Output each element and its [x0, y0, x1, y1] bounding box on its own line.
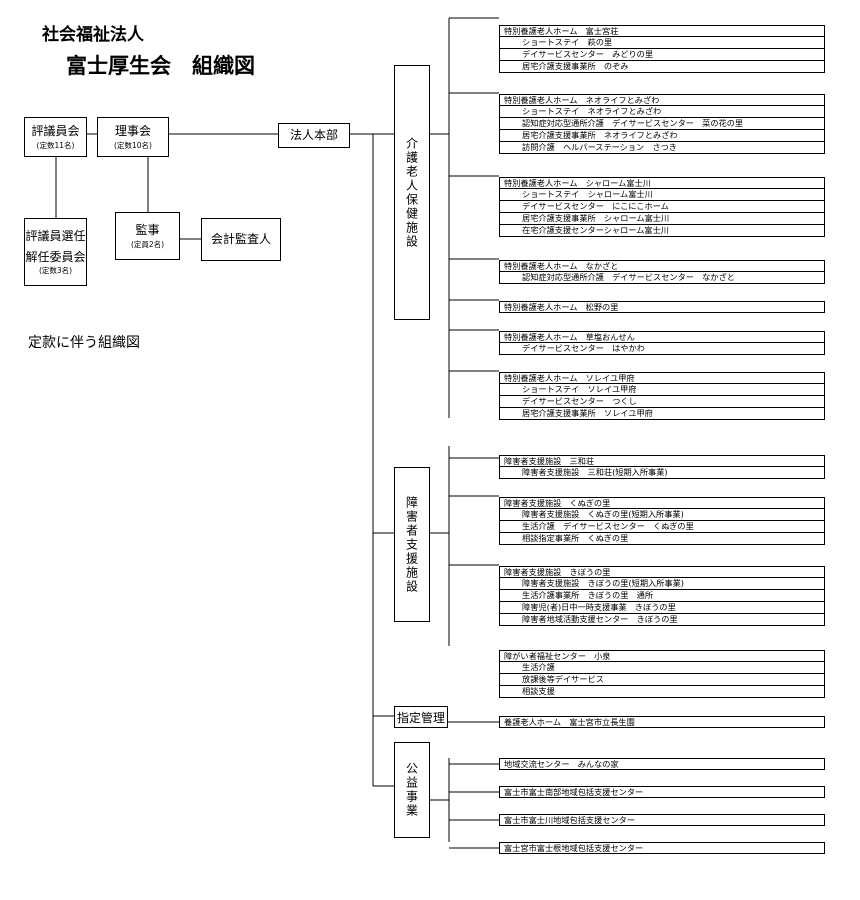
facility-group: 特別養護老人ホーム ネオライフとみざわ ショートステイ ネオライフとみざわ 認知…	[499, 94, 825, 154]
facility-sub: デイサービスセンター みどりの里	[499, 49, 825, 61]
facility-sub: 居宅介護支援事業所 ソレイユ甲府	[499, 408, 825, 420]
facility-sub: デイサービスセンター はやかわ	[499, 343, 825, 355]
facility-group: 障害者支援施設 きぼうの里 障害者支援施設 きぼうの里(短期入所事業) 生活介護…	[499, 566, 825, 626]
facility-sub: デイサービスセンター つくし	[499, 396, 825, 408]
division-label: 障害者支援施設	[404, 495, 419, 594]
facility-sub: 居宅介護支援事業所 のぞみ	[499, 61, 825, 73]
division-shitei: 指定管理	[394, 706, 448, 728]
facility-group: 地域交流センター みんなの家	[499, 758, 825, 770]
page-title: 富士厚生会 組織図	[66, 54, 255, 78]
facility-sub: 放課後等デイサービス	[499, 674, 825, 686]
facility-main: 障がい者福祉センター 小泉	[499, 650, 825, 662]
facility-sub: 訪問介護 ヘルパーステーション さつき	[499, 142, 825, 154]
facility-sub: 障害者支援施設 三和荘(短期入所事業)	[499, 467, 825, 479]
facility-group: 障害者支援施設 くぬぎの里 障害者支援施設 くぬぎの里(短期入所事業) 生活介護…	[499, 497, 825, 545]
division-kaigo: 介護老人保健施設	[394, 65, 430, 320]
facility-sub: ショートステイ ソレイユ甲府	[499, 384, 825, 396]
node-sublabel: (定数11名)	[36, 140, 75, 150]
facility-main: 特別養護老人ホーム なかざと	[499, 260, 825, 272]
facility-group: 障がい者福祉センター 小泉 生活介護 放課後等デイサービス 相談支援	[499, 650, 825, 698]
facility-sub: 障害者地域活動支援センター きぼうの里	[499, 614, 825, 626]
facility-main: 富士市富士南部地域包括支援センター	[499, 786, 825, 798]
node-label: 評議員選任	[25, 229, 86, 244]
facility-group: 特別養護老人ホーム シャローム富士川 ショートステイ シャローム富士川 デイサー…	[499, 177, 825, 237]
node-label: 法人本部	[289, 128, 338, 143]
facility-sub: 生活介護	[499, 662, 825, 674]
node-sublabel: (定員2名)	[130, 239, 165, 249]
facility-main: 特別養護老人ホーム 松野の里	[499, 301, 825, 313]
node-label: 評議員会	[31, 124, 80, 139]
division-label: 指定管理	[396, 710, 445, 725]
facility-main: 障害者支援施設 くぬぎの里	[499, 497, 825, 509]
facility-sub: 相談指定事業所 くぬぎの里	[499, 533, 825, 545]
facility-group: 富士市富士川地域包括支援センター	[499, 814, 825, 826]
node-honbu: 法人本部	[278, 123, 350, 148]
facility-sub: 相談支援	[499, 686, 825, 698]
facility-group: 特別養護老人ホーム 松野の里	[499, 301, 825, 313]
node-kansa: 会計監査人	[201, 218, 281, 261]
facility-group: 特別養護老人ホーム 富士宮荘 ショートステイ 萩の里 デイサービスセンター みど…	[499, 25, 825, 73]
facility-group: 特別養護老人ホーム なかざと 認知症対応型通所介護 デイサービスセンター なかざ…	[499, 260, 825, 284]
facility-sub: ショートステイ シャローム富士川	[499, 189, 825, 201]
facility-main: 障害者支援施設 きぼうの里	[499, 566, 825, 578]
node-sublabel: (定数10名)	[114, 140, 152, 150]
facility-sub: 障害者支援施設 くぬぎの里(短期入所事業)	[499, 509, 825, 521]
facility-group: 富士市富士南部地域包括支援センター	[499, 786, 825, 798]
node-label: 解任委員会	[25, 249, 86, 264]
facility-sub: 居宅介護支援事業所 ネオライフとみざわ	[499, 130, 825, 142]
division-label: 公益事業	[404, 762, 419, 818]
facility-main: 特別養護老人ホーム ネオライフとみざわ	[499, 94, 825, 106]
facility-main: 地域交流センター みんなの家	[499, 758, 825, 770]
org-type-title: 社会福祉法人	[42, 25, 144, 45]
facility-sub: ショートステイ ネオライフとみざわ	[499, 106, 825, 118]
facility-sub: ショートステイ 萩の里	[499, 37, 825, 49]
node-senin: 評議員選任 解任委員会 (定数3名)	[24, 218, 87, 286]
facility-group: 養護老人ホーム 富士宮市立長生園	[499, 716, 825, 728]
facility-sub: 在宅介護支援センターシャローム富士川	[499, 225, 825, 237]
facility-main: 富士宮市富士根地域包括支援センター	[499, 842, 825, 854]
chart-note: 定款に伴う組織図	[28, 335, 140, 351]
facility-sub: 生活介護 デイサービスセンター くぬぎの里	[499, 521, 825, 533]
node-hyogiin: 評議員会 (定数11名)	[24, 117, 87, 157]
facility-main: 養護老人ホーム 富士宮市立長生園	[499, 716, 825, 728]
facility-group: 障害者支援施設 三和荘 障害者支援施設 三和荘(短期入所事業)	[499, 455, 825, 479]
facility-main: 富士市富士川地域包括支援センター	[499, 814, 825, 826]
facility-sub: 居宅介護支援事業所 シャローム富士川	[499, 213, 825, 225]
division-koeki: 公益事業	[394, 742, 430, 838]
facility-main: 特別養護老人ホーム 草塩おんせん	[499, 331, 825, 343]
facility-main: 特別養護老人ホーム ソレイユ甲府	[499, 372, 825, 384]
node-riji: 理事会 (定数10名)	[97, 117, 169, 157]
node-label: 会計監査人	[210, 232, 271, 247]
facility-main: 障害者支援施設 三和荘	[499, 455, 825, 467]
facility-group: 特別養護老人ホーム ソレイユ甲府 ショートステイ ソレイユ甲府 デイサービスセン…	[499, 372, 825, 420]
node-sublabel: (定数3名)	[38, 265, 73, 275]
facility-main: 特別養護老人ホーム シャローム富士川	[499, 177, 825, 189]
facility-group: 特別養護老人ホーム 草塩おんせん デイサービスセンター はやかわ	[499, 331, 825, 355]
node-label: 理事会	[114, 124, 151, 139]
facility-sub: 障害者支援施設 きぼうの里(短期入所事業)	[499, 578, 825, 590]
facility-group: 富士宮市富士根地域包括支援センター	[499, 842, 825, 854]
division-label: 介護老人保健施設	[404, 136, 419, 249]
node-label: 監事	[135, 223, 160, 238]
facility-sub: 障害児(者)日中一時支援事業 きぼうの里	[499, 602, 825, 614]
division-shogai: 障害者支援施設	[394, 467, 430, 622]
facility-sub: デイサービスセンター にこにこホーム	[499, 201, 825, 213]
node-kanji: 監事 (定員2名)	[115, 212, 180, 260]
facility-sub: 認知症対応型通所介護 デイサービスセンター なかざと	[499, 272, 825, 284]
facility-sub: 生活介護事業所 きぼうの里 通所	[499, 590, 825, 602]
facility-sub: 認知症対応型通所介護 デイサービスセンター 菜の花の里	[499, 118, 825, 130]
facility-main: 特別養護老人ホーム 富士宮荘	[499, 25, 825, 37]
